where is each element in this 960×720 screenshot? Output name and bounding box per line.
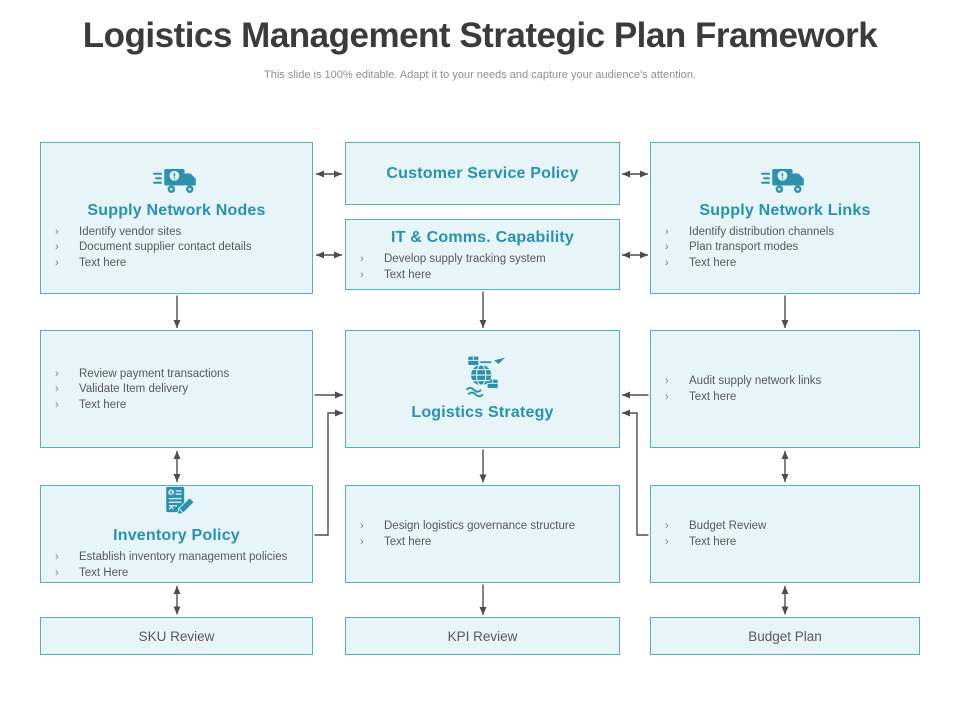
bullet-marker: › [665, 375, 669, 388]
box-title: IT & Comms. Capability [390, 228, 575, 246]
bullet-marker: › [360, 536, 364, 548]
bullet-marker: › [665, 536, 669, 548]
bullet-item: ›Audit supply network links [665, 375, 822, 388]
global-logistics-icon [457, 353, 509, 399]
box-inventory-policy: $ Inventory Policy ›Establish inventory … [40, 485, 313, 583]
box-budget-review: ›Budget Review ›Text here [650, 485, 920, 583]
page-subtitle: This slide is 100% editable. Adapt it to… [264, 69, 696, 81]
bullet-list: ›Audit supply network links ›Text here [651, 374, 919, 405]
bullet-item: ›Text here [665, 391, 737, 403]
bullet-list: ›Establish inventory management policies… [41, 550, 312, 581]
box-title: Customer Service Policy [386, 164, 579, 182]
bullet-marker: › [55, 398, 59, 411]
bullet-item: ›Develop supply tracking system [360, 252, 546, 265]
box-supply-network-nodes: Supply Network Nodes ›Identify vendor si… [40, 142, 313, 294]
bullet-item: ›Text here [665, 256, 737, 269]
bullet-marker: › [55, 225, 59, 238]
bullet-marker: › [665, 225, 669, 238]
bullet-list: ›Design logistics governance structure ›… [346, 519, 619, 550]
delivery-truck-icon [152, 165, 201, 197]
bullet-marker: › [55, 256, 59, 269]
bullet-item: ›Budget Review [665, 520, 767, 533]
bullet-item: ›Establish inventory management policies [55, 551, 288, 564]
bullet-list: ›Identify distribution channels ›Plan tr… [651, 225, 919, 272]
box-it-comms-capability: IT & Comms. Capability ›Develop supply t… [345, 219, 620, 290]
bullet-marker: › [360, 520, 364, 533]
bullet-item: ›Plan transport modes [665, 241, 799, 254]
bullet-list: ›Review payment transactions ›Validate I… [41, 367, 312, 414]
box-title: Logistics Strategy [411, 404, 554, 421]
bullet-marker: › [55, 241, 59, 254]
box-logistics-strategy: Logistics Strategy [345, 330, 620, 448]
box-title: Supply Network Links [699, 201, 871, 219]
bullet-item: ›Design logistics governance structure [360, 520, 576, 533]
bullet-item: ›Text here [55, 256, 127, 269]
box-title: KPI Review [447, 628, 518, 644]
bullet-marker: › [665, 256, 669, 269]
box-title: Inventory Policy [113, 527, 240, 545]
bullet-item: ›Text here [665, 536, 737, 548]
bullet-marker: › [665, 241, 669, 254]
box-payment-review: ›Review payment transactions ›Validate I… [40, 330, 313, 448]
svg-text:$: $ [169, 491, 173, 497]
box-sku-review: SKU Review [40, 617, 313, 655]
box-supply-network-links: Supply Network Links ›Identify distribut… [650, 142, 920, 294]
box-title: Budget Plan [748, 628, 822, 644]
delivery-truck-icon [761, 165, 809, 197]
bullet-item: ›Text Here [55, 567, 129, 579]
box-budget-plan: Budget Plan [650, 617, 920, 655]
box-kpi-review: KPI Review [345, 617, 620, 655]
box-audit-links: ›Audit supply network links ›Text here [650, 330, 920, 448]
bullet-marker: › [55, 551, 59, 564]
box-customer-service-policy: Customer Service Policy [345, 142, 620, 205]
bullet-item: ›Text here [55, 398, 127, 411]
bullet-item: ›Review payment transactions [55, 367, 230, 380]
bullet-item: ›Document supplier contact details [55, 241, 252, 254]
bullet-marker: › [55, 367, 59, 380]
box-title: SKU Review [138, 628, 215, 644]
bullet-marker: › [360, 268, 364, 281]
bullet-marker: › [360, 252, 364, 265]
bullet-marker: › [55, 567, 59, 579]
policy-document-icon: $ [159, 486, 195, 522]
bullet-item: ›Text here [360, 268, 432, 281]
bullet-list: ›Develop supply tracking system ›Text he… [346, 252, 619, 283]
bullet-marker: › [665, 391, 669, 403]
bullet-list: ›Budget Review ›Text here [651, 519, 919, 550]
bullet-marker: › [55, 383, 59, 396]
box-governance-structure: ›Design logistics governance structure ›… [345, 485, 620, 583]
bullet-marker: › [665, 520, 669, 533]
bullet-item: ›Validate Item delivery [55, 383, 189, 396]
page-title: Logistics Management Strategic Plan Fram… [82, 16, 878, 55]
bullet-item: ›Identify distribution channels [665, 225, 835, 238]
bullet-list: ›Identify vendor sites ›Document supplie… [41, 225, 312, 272]
bullet-item: ›Text here [360, 536, 432, 548]
box-title: Supply Network Nodes [87, 201, 266, 219]
bullet-item: ›Identify vendor sites [55, 225, 182, 238]
